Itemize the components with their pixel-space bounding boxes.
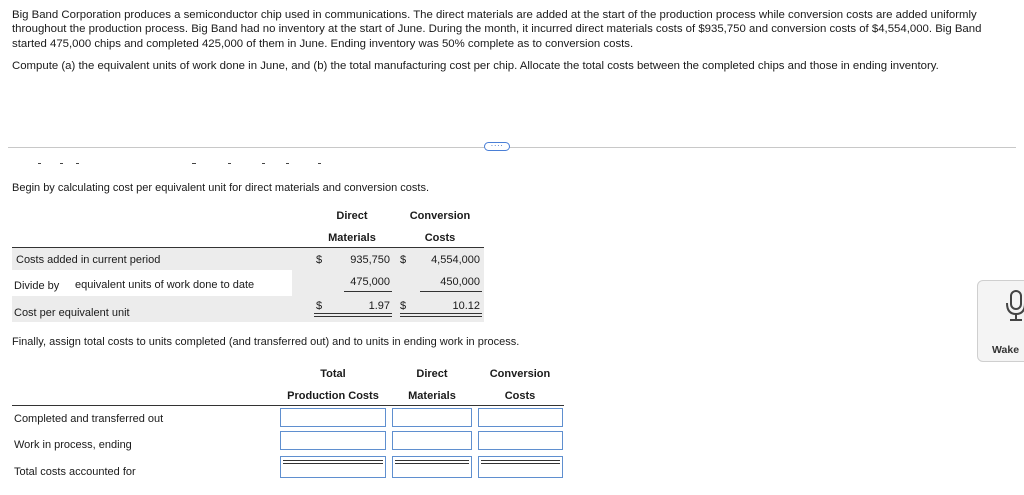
- header-rule: [12, 247, 484, 248]
- col-header-materials: Materials: [408, 390, 456, 402]
- total-double-rule: [283, 460, 383, 464]
- section-divider: [8, 147, 1016, 148]
- problem-statement: Big Band Corporation produces a semicond…: [12, 8, 1012, 73]
- col-header-conversion: Conversion: [489, 368, 551, 380]
- dm-cost-per-unit: 1.97: [368, 300, 390, 312]
- col-header-direct: Direct: [336, 210, 368, 222]
- currency-symbol: $: [316, 254, 323, 266]
- voice-assistant-widget[interactable]: Wake: [977, 280, 1024, 362]
- row-label-wip-ending: Work in process, ending: [14, 439, 132, 451]
- completed-dm-input[interactable]: [392, 408, 472, 427]
- cc-cost-per-unit: 10.12: [452, 300, 480, 312]
- total-total-input[interactable]: [280, 456, 386, 478]
- col-header-total: Total: [320, 368, 346, 380]
- expand-more-button[interactable]: ····: [484, 142, 510, 151]
- dm-equivalent-units: 475,000: [350, 276, 390, 288]
- currency-symbol: $: [400, 254, 407, 266]
- row-label-costs-added: Costs added in current period: [16, 254, 161, 266]
- dm-double-underline: [314, 313, 392, 317]
- col-header-materials: Materials: [328, 232, 376, 244]
- dm-double-rule: [395, 460, 469, 464]
- currency-symbol: $: [316, 300, 323, 312]
- wip-dm-input[interactable]: [392, 431, 472, 450]
- cc-double-underline: [400, 313, 482, 317]
- dm-costs-added: 935,750: [350, 254, 390, 266]
- col-header-costs: Costs: [424, 232, 456, 244]
- header-rule: [12, 405, 564, 406]
- wip-cc-input[interactable]: [478, 431, 563, 450]
- row-shade: [12, 296, 484, 322]
- completed-total-input[interactable]: [280, 408, 386, 427]
- cc-equivalent-units: 450,000: [440, 276, 480, 288]
- row-label-cost-per-unit: Cost per equivalent unit: [14, 307, 130, 319]
- col-header-production-costs: Production Costs: [287, 390, 379, 402]
- problem-text: Big Band Corporation produces a semicond…: [12, 9, 982, 50]
- dm-subtotal-rule: [344, 291, 392, 292]
- completed-cc-input[interactable]: [478, 408, 563, 427]
- cc-double-rule: [481, 460, 560, 464]
- total-cc-input[interactable]: [478, 456, 563, 478]
- col-header-conversion: Conversion: [409, 210, 471, 222]
- row-label-completed: Completed and transferred out: [14, 413, 164, 425]
- step2-instruction: Finally, assign total costs to units com…: [12, 336, 520, 348]
- wip-total-input[interactable]: [280, 431, 386, 450]
- selected-option-equivalent-units[interactable]: equivalent units of work done to date: [75, 279, 255, 291]
- col-header-direct: Direct: [416, 368, 448, 380]
- step1-instruction: Begin by calculating cost per equivalent…: [12, 182, 429, 194]
- clipped-heading: [10, 158, 340, 168]
- problem-question: Compute (a) the equivalent units of work…: [12, 59, 939, 72]
- total-dm-input[interactable]: [392, 456, 472, 478]
- cc-costs-added: 4,554,000: [431, 254, 480, 266]
- cc-subtotal-rule: [420, 291, 482, 292]
- row-label-total-costs: Total costs accounted for: [14, 466, 136, 478]
- row-shade: [12, 248, 484, 270]
- col-header-costs: Costs: [504, 390, 536, 402]
- currency-symbol: $: [400, 300, 407, 312]
- row-label-divide-by: Divide by: [14, 280, 60, 292]
- wake-label: Wake: [992, 344, 1020, 356]
- microphone-icon: [1006, 290, 1024, 321]
